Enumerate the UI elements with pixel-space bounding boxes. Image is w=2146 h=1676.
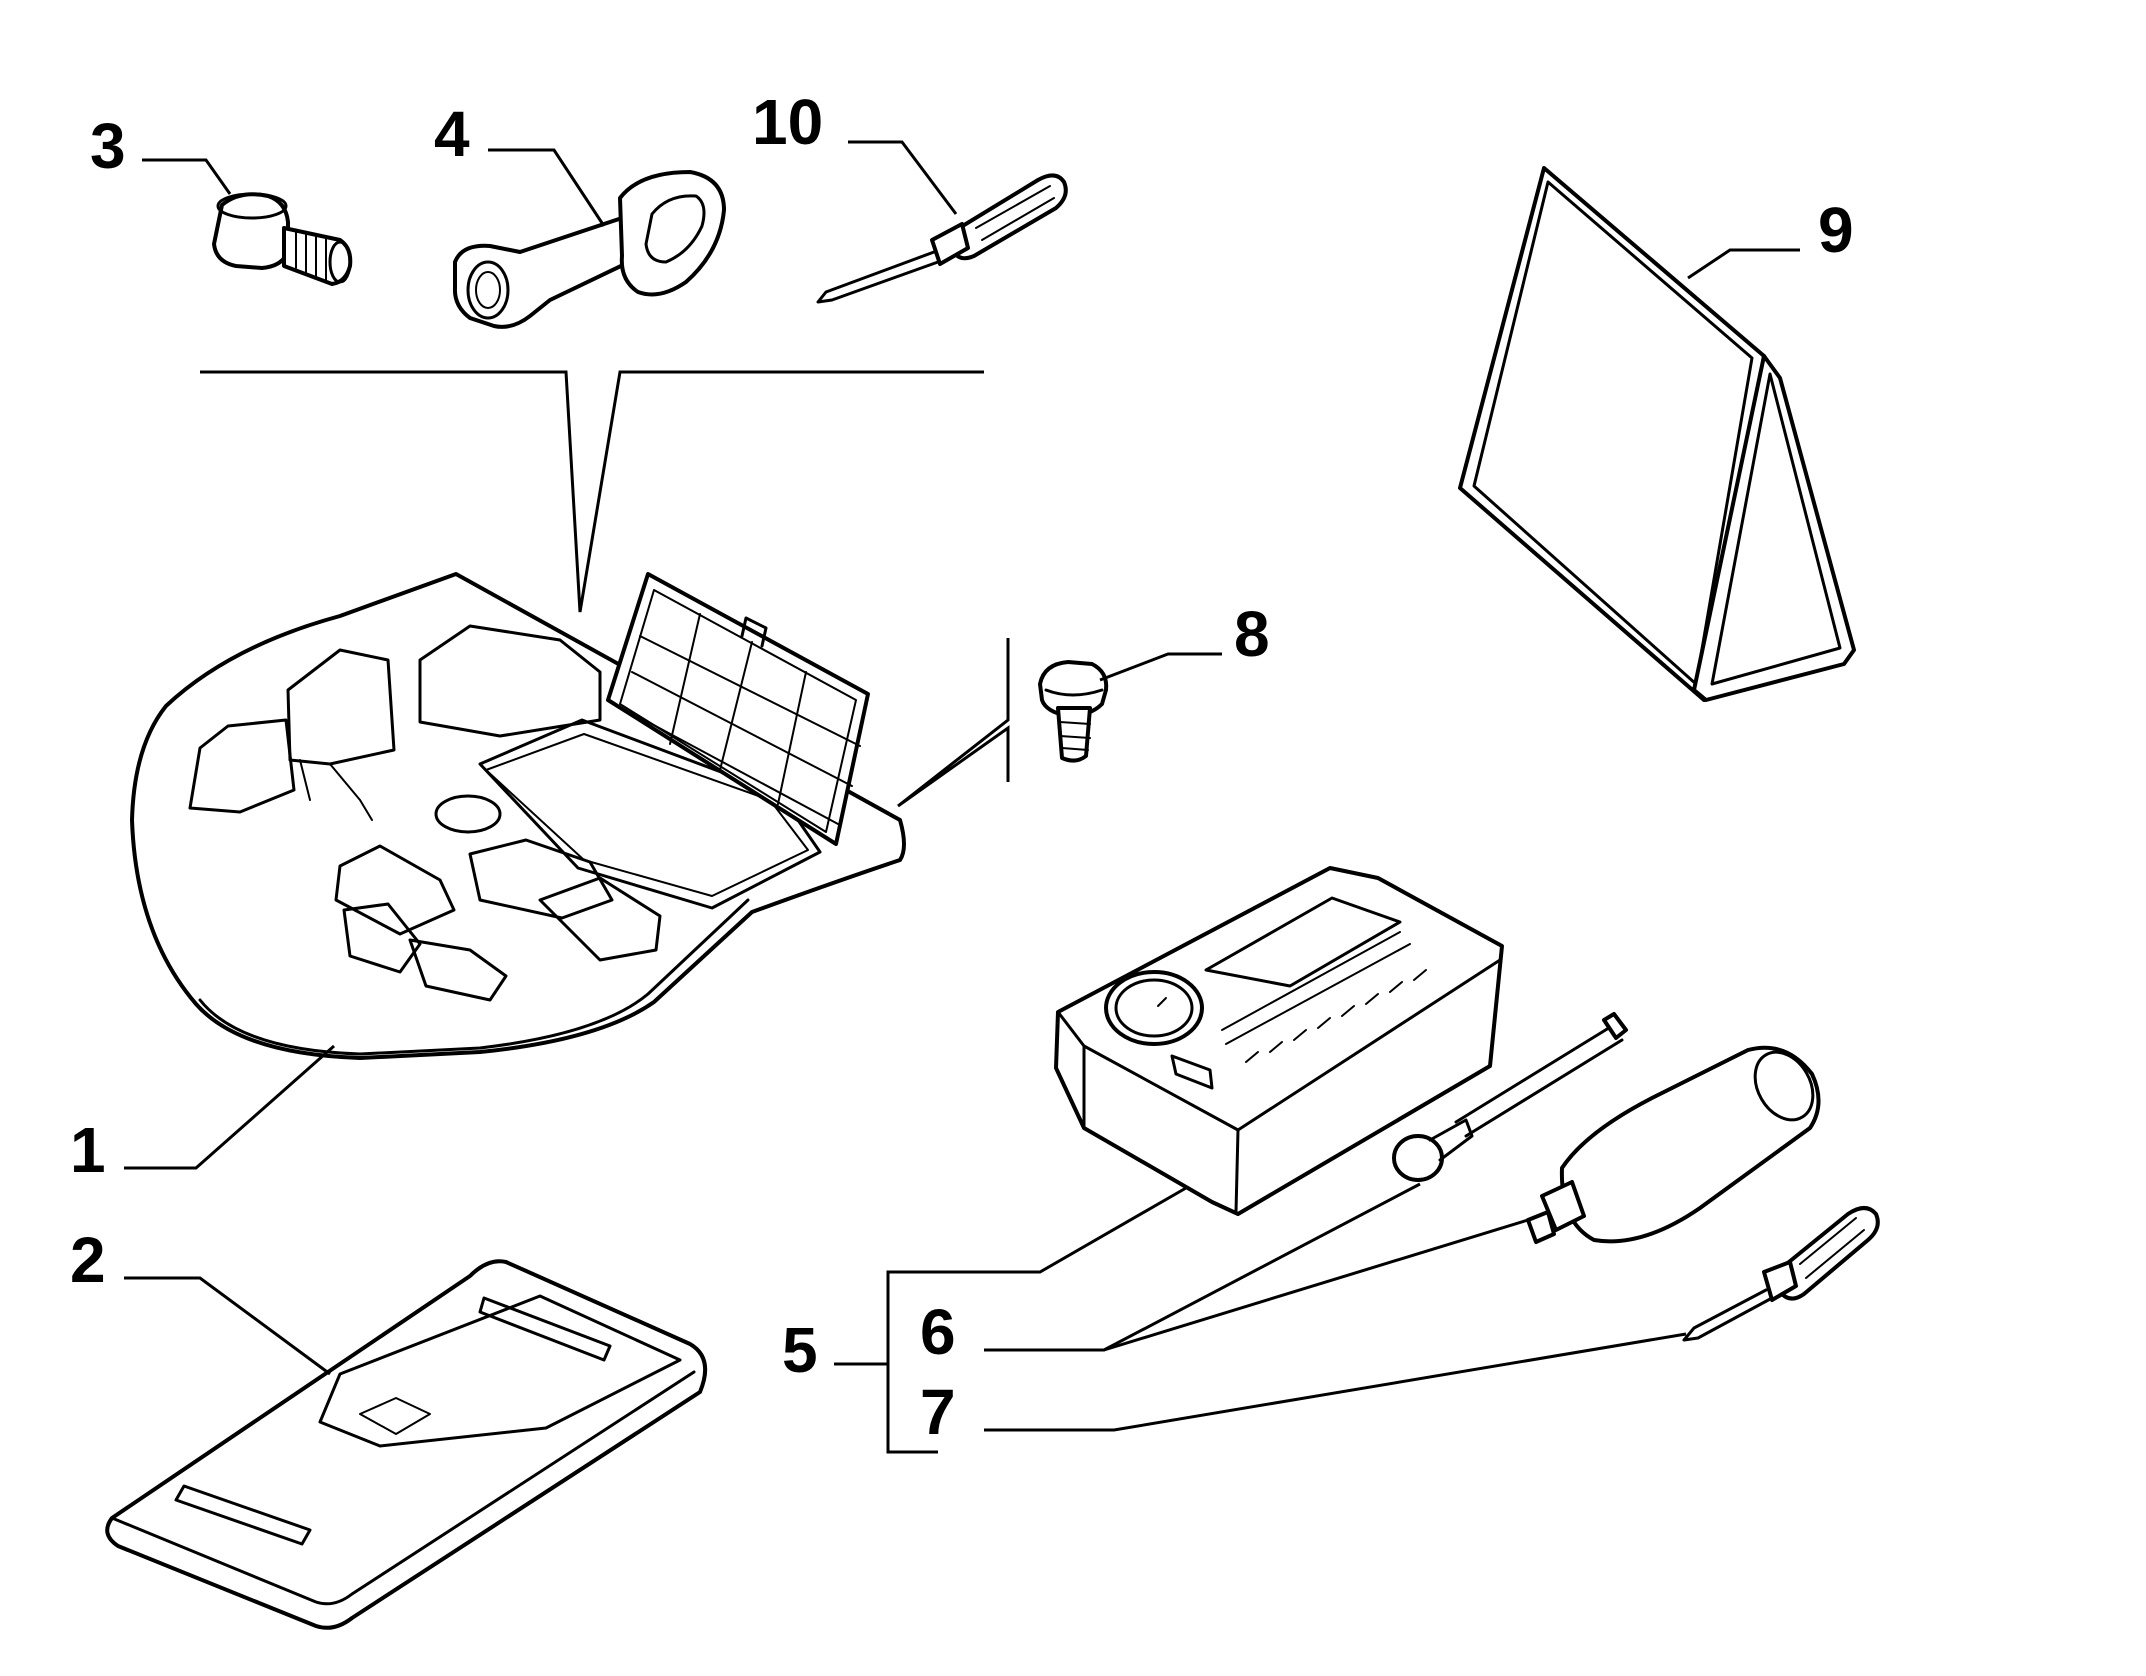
callout-number-7: 7 <box>920 1376 956 1448</box>
callout-9: 9 <box>1687 194 1854 280</box>
callout-number-8: 8 <box>1234 598 1270 670</box>
callout-6: 6 <box>920 1182 1529 1368</box>
wheel-wrench-icon <box>452 170 726 329</box>
tool-tray-icon <box>130 572 906 1060</box>
callout-10: 10 <box>752 86 958 215</box>
callout-number-3: 3 <box>90 110 126 182</box>
callout-1: 1 <box>70 1044 335 1186</box>
callout-5: 5 <box>782 1186 1187 1454</box>
valve-screwdriver-icon <box>1682 1206 1880 1342</box>
tray-pointer-lines <box>200 370 984 613</box>
screwdriver-icon <box>816 173 1068 304</box>
callout-3: 3 <box>90 110 232 195</box>
callout-7: 7 <box>920 1332 1687 1448</box>
warning-triangle-icon <box>1458 166 1856 702</box>
callout-number-5: 5 <box>782 1314 818 1386</box>
callout-8: 8 <box>897 598 1270 808</box>
callout-number-9: 9 <box>1818 194 1854 266</box>
bolt-icon <box>1038 660 1109 763</box>
callout-number-6: 6 <box>920 1296 956 1368</box>
callout-number-1: 1 <box>70 1114 106 1186</box>
callout-number-4: 4 <box>434 98 470 170</box>
tool-pouch-icon <box>105 1259 708 1630</box>
callout-4: 4 <box>434 98 606 227</box>
callout-number-2: 2 <box>70 1224 106 1296</box>
inflator-hose-icon <box>1392 1012 1628 1182</box>
towing-eye-icon <box>212 192 353 286</box>
tyre-inflator-kit-icon <box>1054 866 1504 1216</box>
callout-number-10: 10 <box>752 86 823 158</box>
callout-2: 2 <box>70 1224 331 1376</box>
sealant-bottle-icon <box>1526 1045 1821 1244</box>
